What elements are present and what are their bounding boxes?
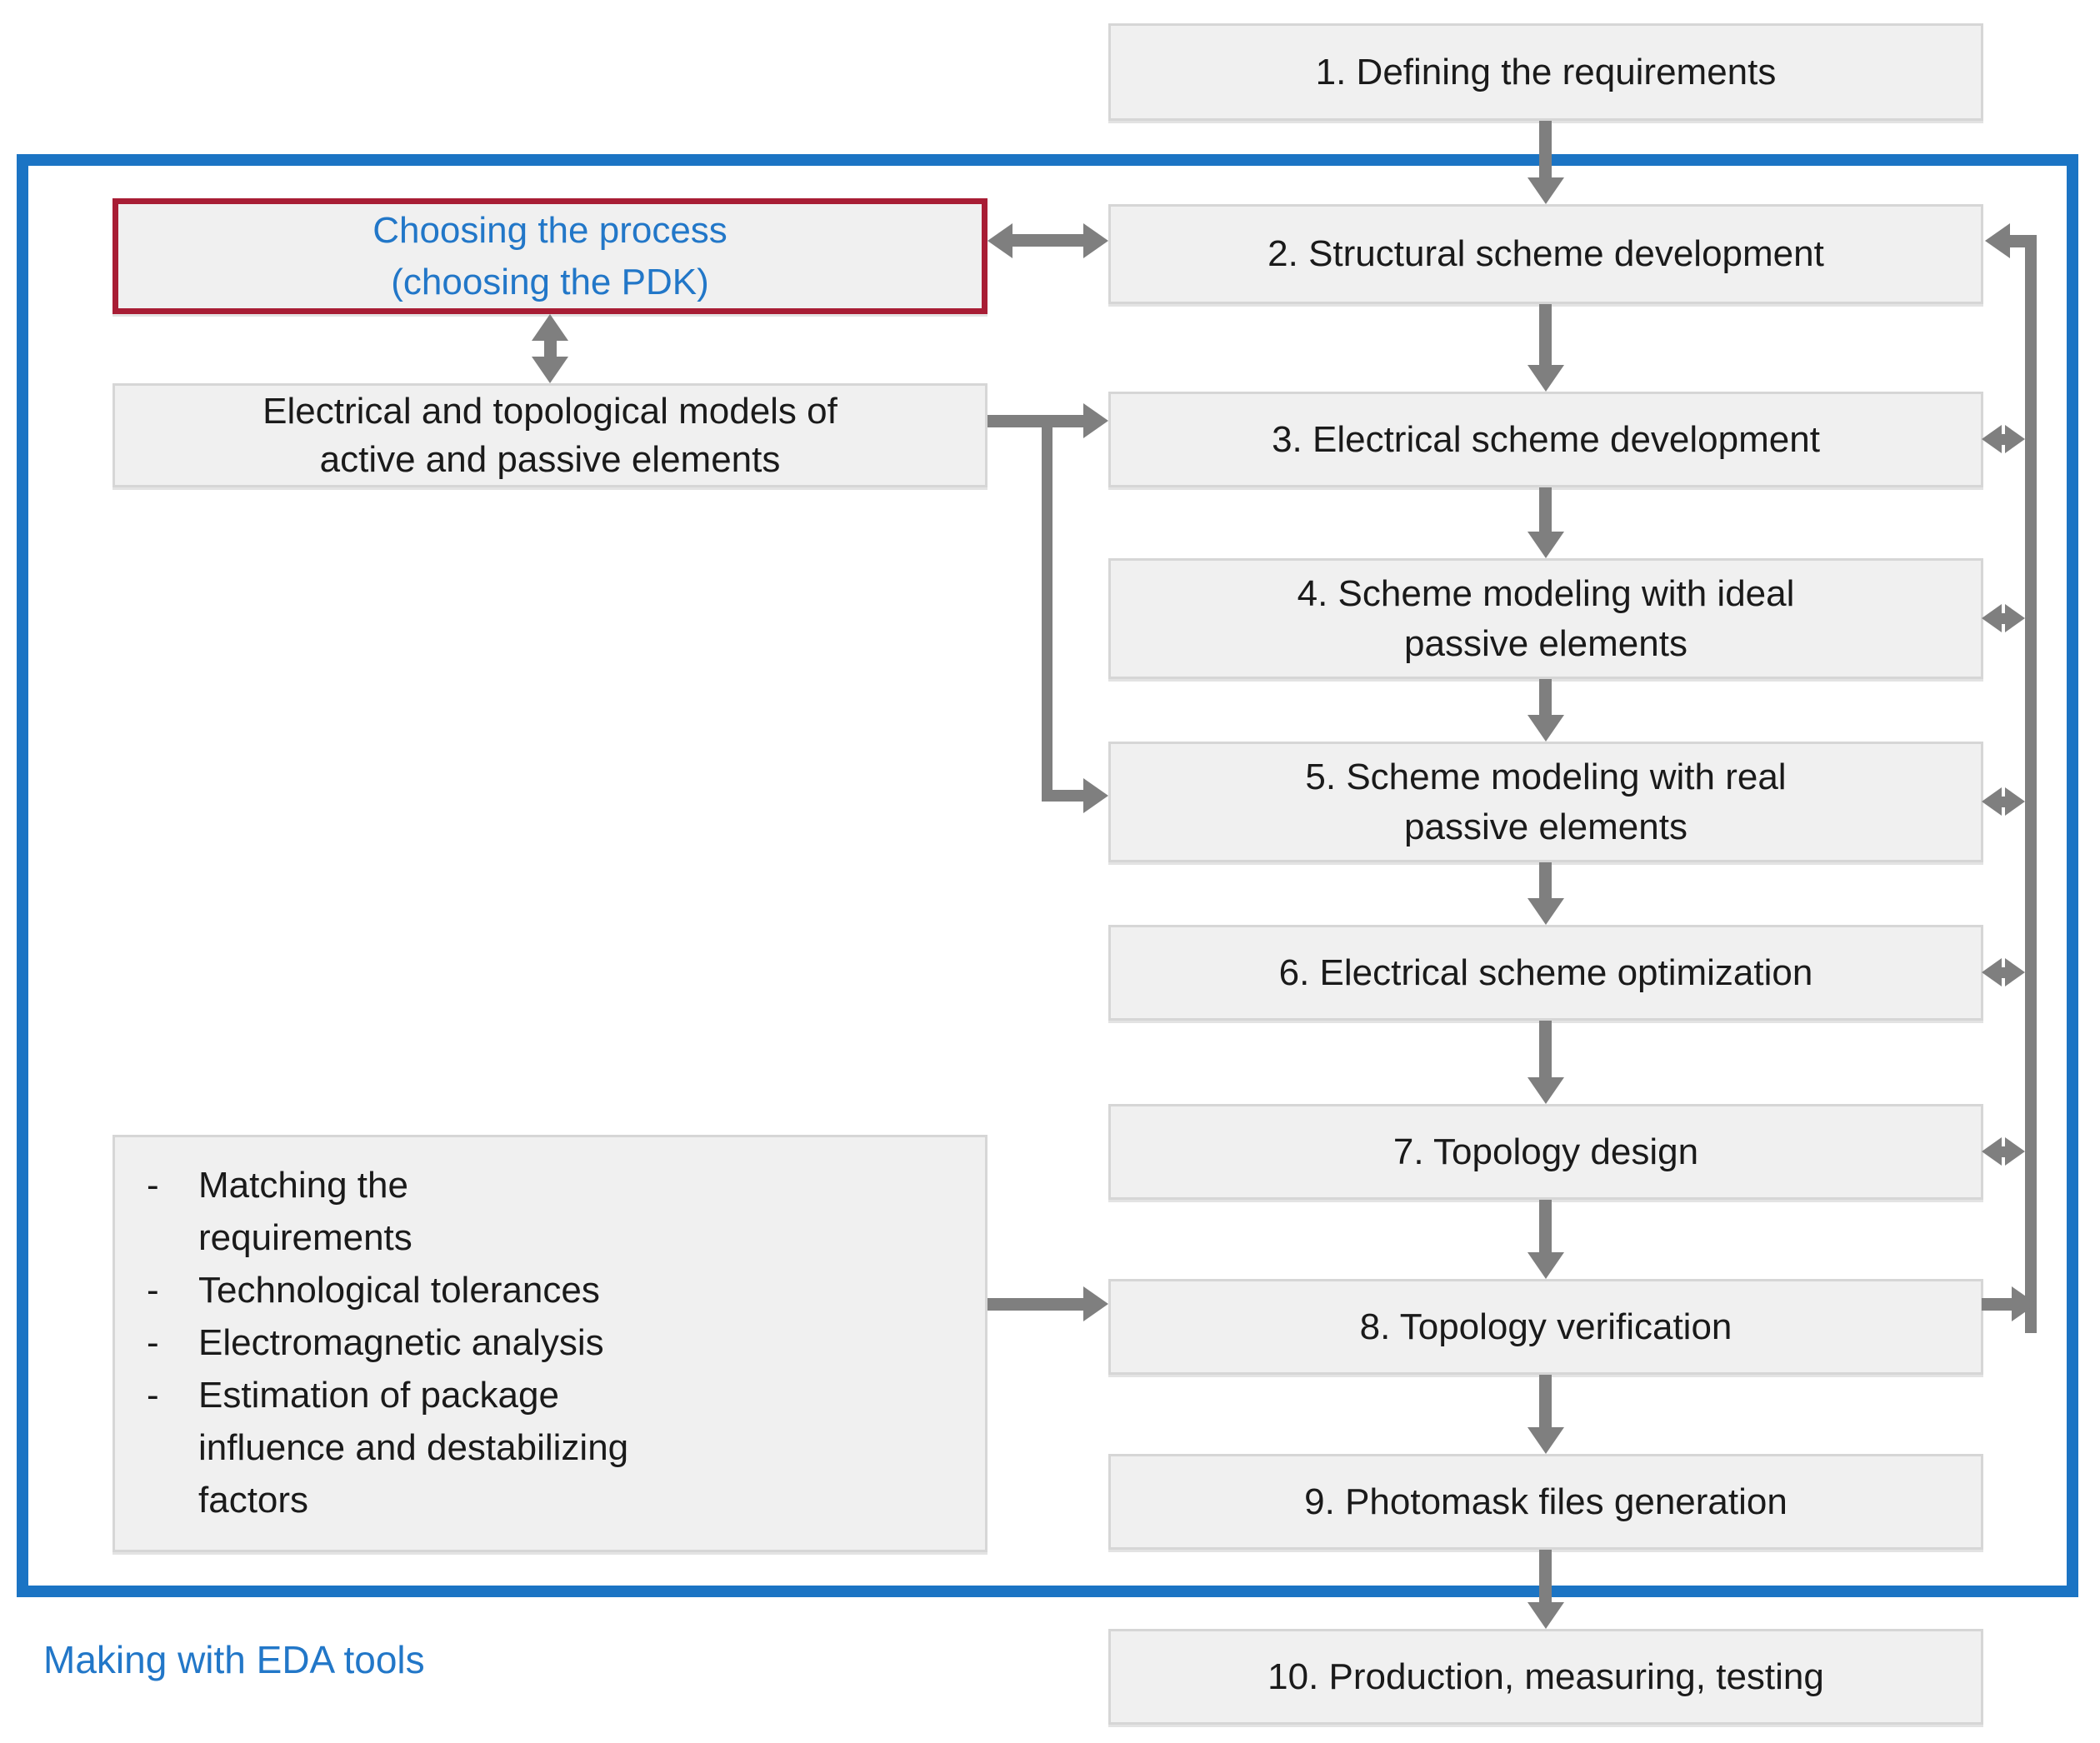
flow-step-1-line-1: 1. Defining the requirements [1315, 51, 1777, 92]
arrow-step-6-7-head [1528, 1077, 1564, 1104]
dash-bullet: - [147, 1165, 159, 1206]
analysis-item-4: - Estimation of package influence and de… [115, 1369, 968, 1526]
analysis-item-3-line-1: Electromagnetic analysis [198, 1322, 604, 1363]
analysis-item-1-line-2: requirements [198, 1217, 412, 1258]
flow-step-7-box: 7. Topology design [1108, 1104, 1983, 1200]
flow-step-1-box: 1. Defining the requirements [1108, 23, 1983, 121]
arrow-process-models-up-head [532, 314, 568, 341]
analysis-item-1-line-1: Matching the [198, 1165, 408, 1206]
flow-step-9-line-1: 9. Photomask files generation [1304, 1481, 1788, 1522]
arrow-step-5-6-head [1528, 898, 1564, 925]
process-pdk-box: Choosing the process (choosing the PDK) [112, 198, 988, 314]
flow-step-6-box: 6. Electrical scheme optimization [1108, 925, 1983, 1021]
arrow-step-6-7-shaft [1539, 1021, 1552, 1077]
analysis-list-box: - Matching the requirements - Technologi… [112, 1135, 988, 1552]
models-line-2: active and passive elements [319, 438, 781, 480]
arrow-process-step2-left-head [988, 223, 1012, 258]
arrow-models-step5-head [1083, 778, 1108, 813]
feedback-step2-shaft [2008, 235, 2037, 247]
arrow-step-8-9-head [1528, 1427, 1564, 1454]
flow-step-3-box: 3. Electrical scheme development [1108, 392, 1983, 487]
flow-step-10-line-1: 10. Production, measuring, testing [1268, 1656, 1824, 1697]
arrow-models-step3-head [1083, 403, 1108, 438]
flow-step-8-line-1: 8. Topology verification [1359, 1306, 1732, 1347]
arrow-step-9-10-head [1528, 1602, 1564, 1629]
arrow-step-2-3-shaft [1539, 304, 1552, 365]
flow-step-2-line-1: 2. Structural scheme development [1268, 233, 1824, 274]
dash-bullet: - [147, 1375, 159, 1416]
flow-step-5-box: 5. Scheme modeling with real passive ele… [1108, 742, 1983, 862]
feedback-line [2025, 235, 2037, 1333]
flow-step-6-line-1: 6. Electrical scheme optimization [1278, 951, 1813, 993]
analysis-item-4-line-3: factors [198, 1480, 309, 1521]
arrow-process-step2-shaft [1011, 234, 1086, 247]
arrow-models-step5-branch-horizontal [1042, 790, 1088, 802]
flow-step-7-line-1: 7. Topology design [1392, 1131, 1699, 1172]
arrow-step-2-3-head [1528, 365, 1564, 392]
arrow-process-models-down-head [532, 357, 568, 383]
arrow-step-3-4-head [1528, 532, 1564, 558]
arrow-step-9-10-shaft [1539, 1550, 1552, 1602]
loop-step5-right-head [2005, 787, 2025, 816]
arrow-step8-feedback-shaft [1982, 1298, 2013, 1311]
analysis-item-3: - Electromagnetic analysis [115, 1316, 968, 1369]
arrow-step-3-4-shaft [1539, 487, 1552, 532]
loop-step6-right-head [2005, 958, 2025, 986]
dash-bullet: - [147, 1270, 159, 1311]
flow-step-4-line-2: passive elements [1404, 622, 1688, 664]
models-line-1: Electrical and topological models of [262, 390, 838, 432]
arrow-step-5-6-shaft [1539, 862, 1552, 898]
loop-step3-right-head [2005, 425, 2025, 453]
flow-step-5-line-2: passive elements [1404, 806, 1688, 847]
feedback-step2-head [1985, 223, 2010, 258]
analysis-item-4-line-1: Estimation of package [198, 1375, 559, 1416]
flow-step-4-line-1: 4. Scheme modeling with ideal [1297, 572, 1795, 614]
arrow-models-step5-branch-vertical [1042, 415, 1052, 802]
arrow-step8-feedback-head [2012, 1286, 2037, 1321]
flow-step-9-box: 9. Photomask files generation [1108, 1454, 1983, 1550]
arrow-step-4-5-shaft [1539, 679, 1552, 715]
arrow-step-7-8-shaft [1539, 1200, 1552, 1252]
eda-boundary-box [17, 154, 2078, 1597]
flow-step-3-line-1: 3. Electrical scheme development [1272, 418, 1820, 460]
arrow-step-7-8-head [1528, 1252, 1564, 1279]
arrow-process-models-shaft [544, 337, 557, 361]
analysis-item-4-line-2: influence and destabilizing [198, 1427, 629, 1468]
process-pdk-line-2: (choosing the PDK) [391, 261, 709, 302]
analysis-item-2-line-1: Technological tolerances [198, 1270, 600, 1311]
process-pdk-line-1: Choosing the process [372, 209, 728, 251]
flow-step-2-box: 2. Structural scheme development [1108, 204, 1983, 304]
dash-bullet: - [147, 1322, 159, 1363]
arrow-step-4-5-head [1528, 715, 1564, 742]
arrow-analysis-step8-head [1083, 1286, 1108, 1321]
loop-step7-right-head [2005, 1137, 2025, 1166]
loop-step4-right-head [2005, 604, 2025, 632]
flow-step-10-box: 10. Production, measuring, testing [1108, 1629, 1983, 1725]
arrow-analysis-step8-shaft [988, 1298, 1086, 1311]
arrow-step-1-2-head [1528, 177, 1564, 204]
analysis-item-2: - Technological tolerances [115, 1264, 968, 1316]
eda-tools-caption: Making with EDA tools [43, 1638, 425, 1681]
arrow-process-step2-right-head [1083, 223, 1108, 258]
arrow-models-step3-shaft [988, 415, 1086, 427]
analysis-item-1: - Matching the requirements [115, 1159, 968, 1264]
flow-step-8-box: 8. Topology verification [1108, 1279, 1983, 1375]
flow-step-4-box: 4. Scheme modeling with ideal passive el… [1108, 558, 1983, 679]
models-box: Electrical and topological models of act… [112, 383, 988, 487]
arrow-step-8-9-shaft [1539, 1375, 1552, 1427]
flow-step-5-line-1: 5. Scheme modeling with real [1305, 756, 1787, 797]
arrow-step-1-2-shaft [1539, 121, 1552, 177]
